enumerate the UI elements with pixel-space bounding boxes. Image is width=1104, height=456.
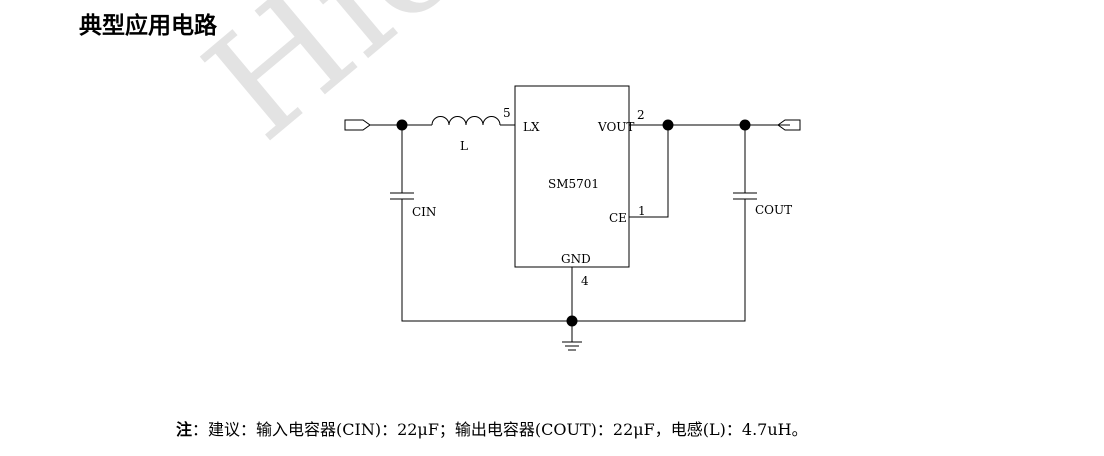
pin-number-vout: 2 (637, 108, 645, 122)
cout-label: COUT (755, 203, 792, 217)
input-terminal (344, 119, 371, 131)
cin-wire-bottom (401, 199, 572, 322)
ic-name-label: SM5701 (548, 177, 599, 191)
junction-dot (739, 119, 751, 131)
pin-label-ce: CE (609, 211, 627, 225)
section-heading: 典型应用电路 (79, 13, 217, 39)
inductor-label: L (460, 139, 468, 153)
junction-dot (662, 119, 674, 131)
cin-label: CIN (412, 205, 436, 219)
note-label: 注 (176, 420, 193, 439)
junction-dot (566, 315, 578, 327)
ce-wire (629, 125, 669, 218)
inductor-coil (431, 116, 501, 126)
note-text: ：建议：输入电容器(CIN)：22μF；输出电容器(COUT)：22μF，电感(… (192, 420, 808, 439)
junction-dot (396, 119, 408, 131)
pin-number-ce: 1 (638, 204, 646, 218)
pin-label-lx: LX (523, 120, 540, 134)
pin-label-gnd: GND (561, 252, 591, 266)
pin-number-gnd: 4 (581, 274, 589, 288)
output-terminal (777, 119, 801, 131)
pin-label-vout: VOUT (597, 120, 634, 134)
pin-number-lx: 5 (503, 106, 511, 120)
cout-wire-bottom (572, 199, 746, 322)
design-note: 注：建议：输入电容器(CIN)：22μF；输出电容器(COUT)：22μF，电感… (176, 416, 808, 440)
